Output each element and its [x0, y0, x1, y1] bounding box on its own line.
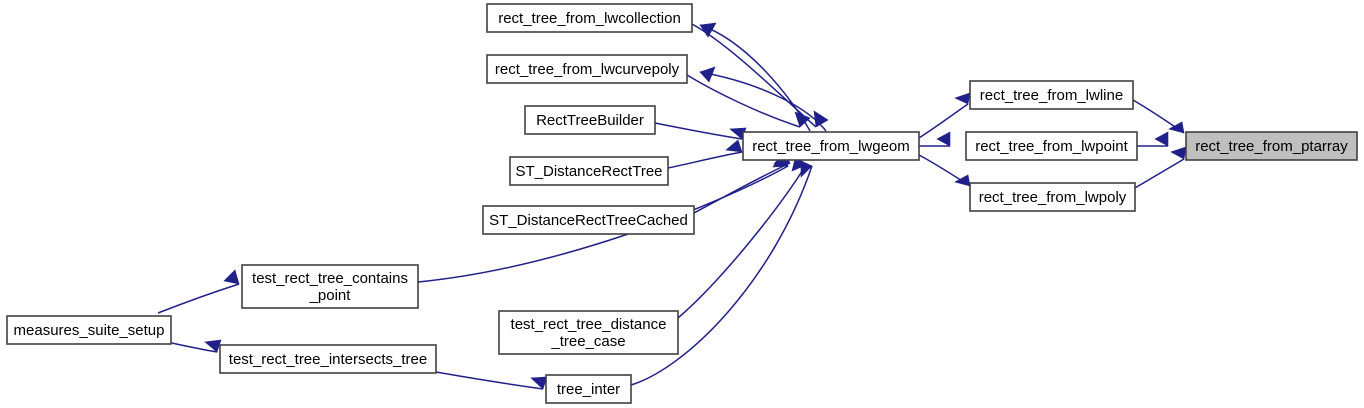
- edge-measuressuite-to-intersectstree: [166, 339, 222, 353]
- node-box[interactable]: [219, 344, 437, 374]
- node-box[interactable]: [6, 315, 172, 345]
- graph-node-lwcollection[interactable]: rect_tree_from_lwcollection: [486, 3, 693, 33]
- graph-node-containspoint[interactable]: test_rect_tree_contains_point: [241, 264, 419, 309]
- node-box[interactable]: [969, 182, 1136, 212]
- node-label: rect_tree_from_ptarray: [1195, 138, 1348, 155]
- nodes-layer: rect_tree_from_lwcollection rect_tree_fro…: [6, 3, 1358, 404]
- arrowhead-icon: [725, 139, 743, 153]
- edge-intersectstree-to-treeinter: [435, 371, 548, 390]
- edge-lwpoly-to-ptarray: [1134, 146, 1187, 189]
- node-label: rect_tree_from_lwpoint: [975, 138, 1128, 155]
- arrowhead-icon: [204, 339, 222, 353]
- arrowhead-icon: [530, 376, 548, 390]
- graph-node-recttreebuilder[interactable]: RectTreeBuilder: [524, 105, 656, 135]
- edge-lwgeom-to-lwcurvepoly: [699, 66, 827, 132]
- arrowhead-icon: [223, 269, 240, 285]
- edge-lwgeom-to-lwpoint: [919, 131, 951, 147]
- edge-lwpoint-to-ptarray: [1137, 131, 1169, 147]
- node-box[interactable]: [241, 264, 419, 309]
- node-box[interactable]: [482, 205, 695, 235]
- graph-node-lwpoint[interactable]: rect_tree_from_lwpoint: [965, 131, 1138, 161]
- arrowhead-icon: [800, 160, 813, 178]
- edge-lwgeom-to-lwpoly: [918, 154, 971, 187]
- edge-line: [157, 283, 240, 314]
- arrowhead-icon: [1170, 146, 1187, 160]
- node-box[interactable]: [965, 131, 1138, 161]
- edge-line: [667, 151, 743, 169]
- graph-node-lwpoly[interactable]: rect_tree_from_lwpoly: [969, 182, 1136, 212]
- edge-lwline-to-ptarray: [1132, 99, 1185, 134]
- node-label: RectTreeBuilder: [536, 112, 644, 129]
- node-label: _point: [309, 287, 352, 304]
- graph-node-st_distancecached[interactable]: ST_DistanceRectTreeCached: [482, 205, 695, 235]
- node-label: rect_tree_from_lwpoly: [979, 189, 1127, 206]
- edge-recttreebuilder-to-lwgeom: [654, 122, 747, 140]
- edge-lwgeom-to-lwline: [918, 92, 971, 139]
- graph-node-distancetreecase[interactable]: test_rect_tree_distance_tree_case: [498, 310, 679, 355]
- edge-st_distancerect-to-lwgeom: [667, 139, 743, 169]
- edge-measuressuite-to-containspoint: [157, 269, 240, 314]
- node-box[interactable]: [524, 105, 656, 135]
- graph-node-lwcurvepoly[interactable]: rect_tree_from_lwcurvepoly: [486, 54, 688, 84]
- node-label: rect_tree_from_lwcurvepoly: [495, 61, 680, 78]
- edge-line: [1134, 158, 1185, 189]
- node-label: test_rect_tree_intersects_tree: [229, 351, 427, 368]
- graph-node-measuressuite[interactable]: measures_suite_setup: [6, 315, 172, 345]
- arrowhead-icon: [954, 174, 971, 187]
- edge-line: [686, 74, 801, 128]
- arrowhead-icon: [1168, 121, 1185, 134]
- node-label: ST_DistanceRectTreeCached: [489, 212, 688, 229]
- edge-distancetreecase-to-lwgeom: [677, 154, 807, 319]
- node-label: measures_suite_setup: [14, 322, 165, 339]
- graph-node-ptarray[interactable]: rect_tree_from_ptarray: [1185, 131, 1358, 161]
- arrowhead-icon: [1154, 131, 1169, 147]
- node-label: _tree_case: [550, 333, 625, 350]
- node-box[interactable]: [486, 3, 693, 33]
- node-label: test_rect_tree_distance: [511, 316, 667, 333]
- node-label: test_rect_tree_contains: [252, 270, 408, 287]
- node-box[interactable]: [969, 80, 1134, 110]
- graph-node-lwgeom[interactable]: rect_tree_from_lwgeom: [742, 131, 920, 161]
- node-label: rect_tree_from_lwline: [980, 87, 1123, 104]
- arrowhead-icon: [794, 111, 811, 128]
- node-box[interactable]: [486, 54, 688, 84]
- edge-line: [918, 103, 969, 139]
- edge-line: [699, 71, 827, 132]
- graph-node-treeinter[interactable]: tree_inter: [545, 374, 632, 404]
- edge-line: [435, 371, 544, 390]
- node-box[interactable]: [545, 374, 632, 404]
- node-label: rect_tree_from_lwcollection: [498, 10, 681, 27]
- edge-line: [630, 165, 813, 386]
- edge-line: [654, 122, 743, 140]
- edge-lwcurvepoly-to-lwgeom: [686, 74, 811, 128]
- node-box[interactable]: [1185, 131, 1358, 161]
- node-box[interactable]: [742, 131, 920, 161]
- arrowhead-icon: [954, 92, 971, 105]
- edge-line: [693, 162, 791, 214]
- node-box[interactable]: [498, 310, 679, 355]
- edge-treeinter-to-lwgeom: [630, 160, 813, 386]
- node-box[interactable]: [509, 156, 669, 186]
- graph-node-lwline[interactable]: rect_tree_from_lwline: [969, 80, 1134, 110]
- node-label: rect_tree_from_lwgeom: [752, 138, 910, 155]
- node-label: ST_DistanceRectTree: [516, 163, 663, 180]
- arrowhead-icon: [813, 110, 829, 128]
- arrowhead-icon: [936, 131, 951, 147]
- node-label: tree_inter: [557, 381, 620, 398]
- graph-node-intersectstree[interactable]: test_rect_tree_intersects_tree: [219, 344, 437, 374]
- edge-line: [677, 164, 807, 319]
- arrowhead-icon: [699, 66, 716, 83]
- graph-node-st_distancerect[interactable]: ST_DistanceRectTree: [509, 156, 669, 186]
